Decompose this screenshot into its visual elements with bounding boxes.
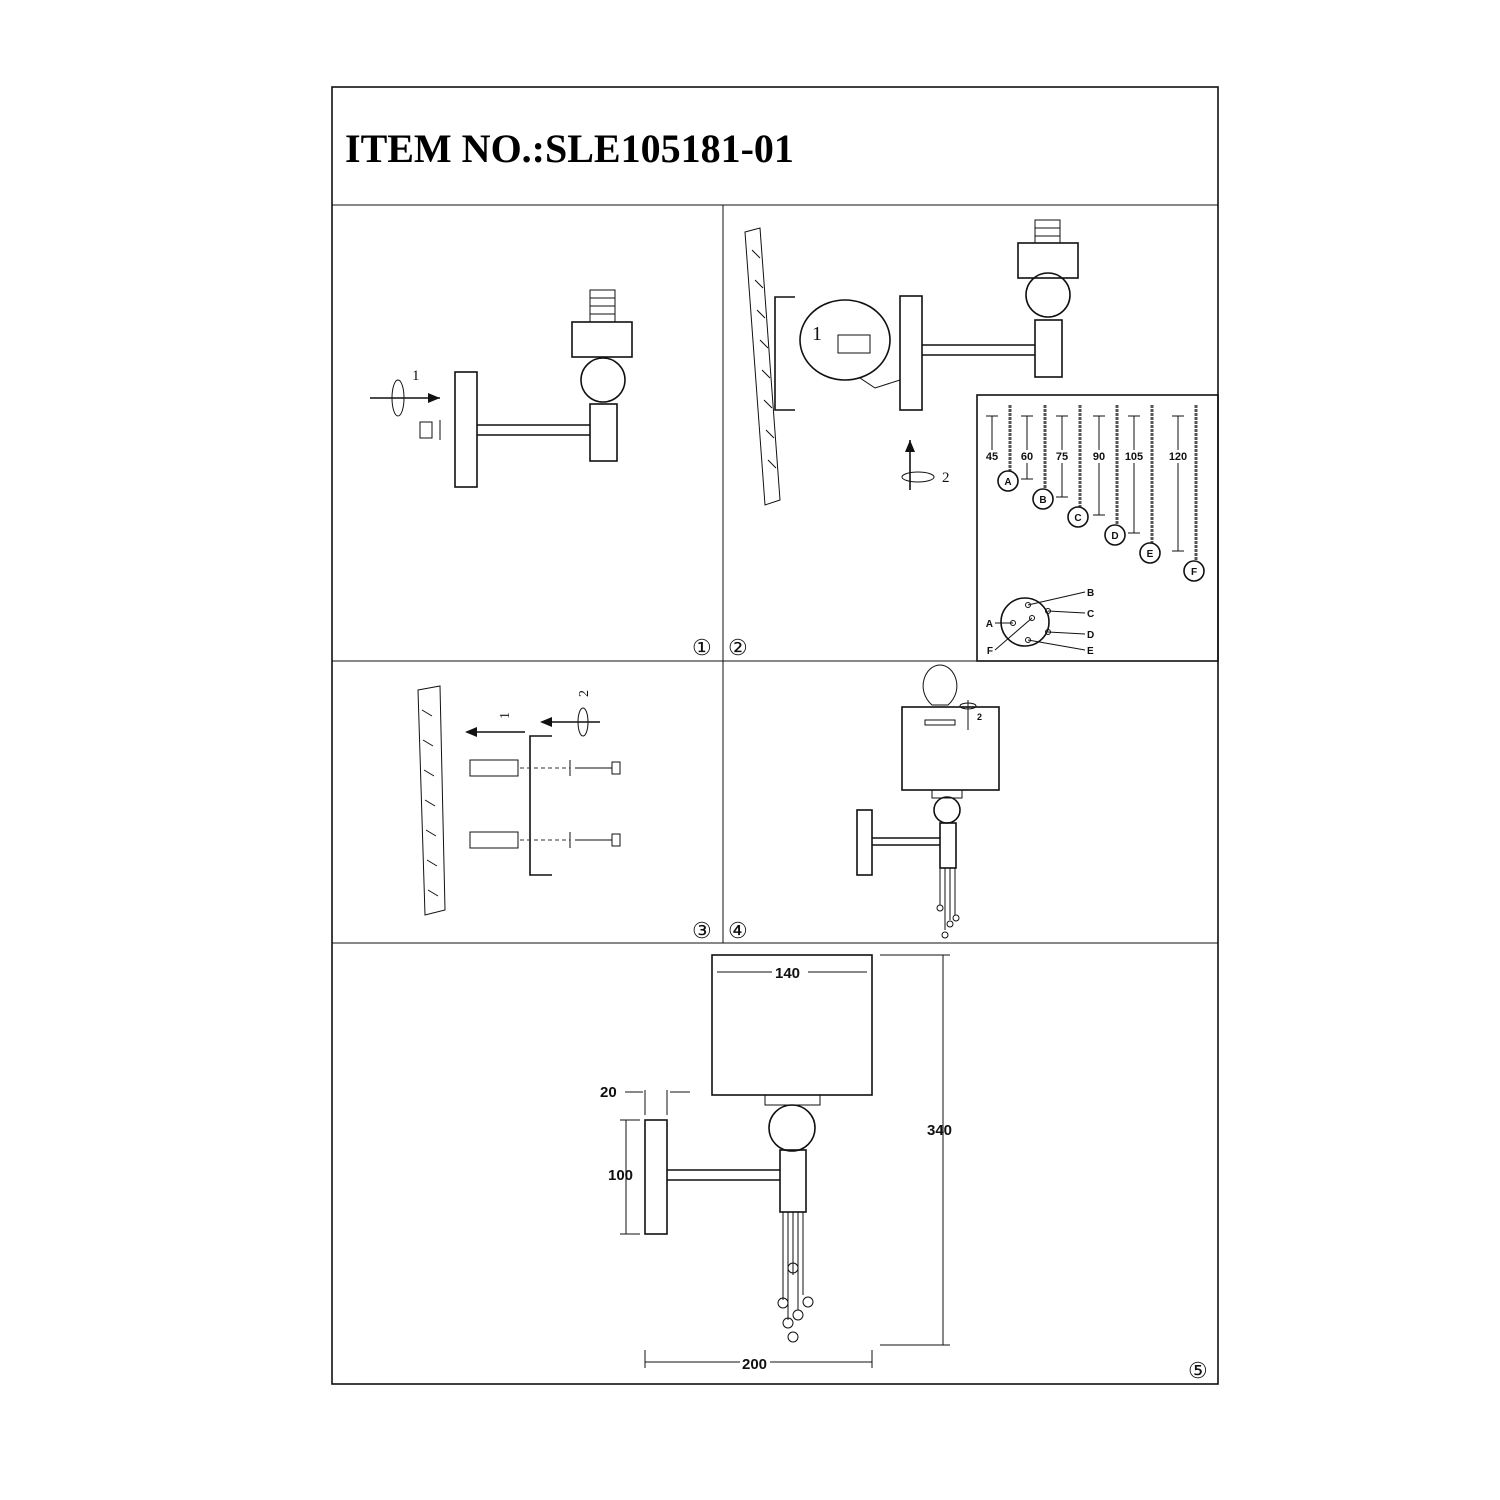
chain-length-label: 105 [1125, 451, 1143, 463]
crystal-ball-C [1067, 506, 1089, 528]
hole-label: E [1087, 646, 1094, 657]
length-marker [1093, 415, 1105, 516]
hole-label: F [987, 646, 993, 657]
step3-arrow1-label: 1 [498, 712, 513, 719]
step2-rotate-label: 2 [942, 470, 950, 486]
crystal-label: D [1111, 531, 1118, 542]
hole-layout [1000, 597, 1050, 647]
rotate-icon [577, 707, 589, 737]
hole-label: B [1087, 588, 1094, 599]
screw-icon [575, 761, 621, 775]
hole-F [1029, 615, 1035, 621]
step1-panel: 1 ① [370, 289, 712, 660]
mounting-bracket [529, 735, 552, 876]
chain-length-label: 90 [1093, 451, 1105, 463]
chain-length-label: 120 [1169, 451, 1187, 463]
length-marker [1021, 415, 1033, 480]
crystal-ball-B [1032, 488, 1054, 510]
rotate-icon [959, 702, 977, 710]
crystal-ball-D [1104, 524, 1126, 546]
step-number-2: ② [728, 635, 748, 660]
crystal-label: F [1191, 567, 1197, 578]
crystal-ball-E [1139, 542, 1161, 564]
step-number-1: ① [692, 635, 712, 660]
step-number-3: ③ [692, 918, 712, 943]
item-number-title: ITEM NO.:SLE105181-01 [345, 126, 794, 171]
length-marker [1128, 415, 1140, 534]
dim-backplate-height: 100 [608, 1167, 633, 1184]
wiring-detail [799, 299, 891, 381]
dimensions-panel: 140 340 20 100 200 ⑤ [600, 954, 1208, 1383]
frame [331, 86, 1219, 1385]
step3-panel: 1 2 ③ [417, 685, 712, 943]
chain-length-label: 45 [986, 451, 998, 463]
length-marker [1172, 415, 1184, 552]
rotate-icon [901, 471, 935, 483]
hole-B [1025, 602, 1031, 608]
hole-label: C [1087, 609, 1094, 620]
crystal-panel [417, 685, 446, 916]
crystal-ball-F [1183, 560, 1205, 582]
step2-detail-label: 1 [812, 323, 822, 345]
step-number-5: ⑤ [1188, 1358, 1208, 1383]
nut-icon [419, 421, 433, 439]
crystal-ball-A [997, 470, 1019, 492]
step3-arrow2-label: 2 [577, 690, 592, 697]
dim-total-width: 200 [742, 1356, 767, 1373]
crystal-label: B [1039, 495, 1046, 506]
dim-shade-width: 140 [775, 965, 800, 982]
chain-length-label: 75 [1056, 451, 1068, 463]
crystal-panel [744, 227, 781, 506]
dim-backplate-depth: 20 [600, 1084, 617, 1101]
lamp-shade [901, 706, 1000, 791]
step-number-4: ④ [728, 918, 748, 943]
bulb-icon [922, 664, 958, 706]
step1-arrow-label: 1 [412, 368, 420, 384]
dim-height: 340 [927, 1122, 952, 1139]
screw-icon [575, 833, 621, 847]
terminal-block-icon [837, 334, 871, 354]
crystal-label: A [1004, 477, 1011, 488]
hole-label: D [1087, 630, 1094, 641]
wall-plug-icon [469, 759, 519, 777]
rotate-icon [391, 379, 405, 417]
chain-length-label: 60 [1021, 451, 1033, 463]
crystal-label: E [1147, 549, 1154, 560]
hole-label: A [986, 619, 993, 630]
crystal-label: C [1074, 513, 1081, 524]
step2-panel: 1 2 ② [728, 219, 1079, 660]
wall-plug-icon [469, 831, 519, 849]
step4-rotate-label: 2 [977, 712, 982, 722]
step4-panel: 2 ④ [728, 664, 1000, 943]
